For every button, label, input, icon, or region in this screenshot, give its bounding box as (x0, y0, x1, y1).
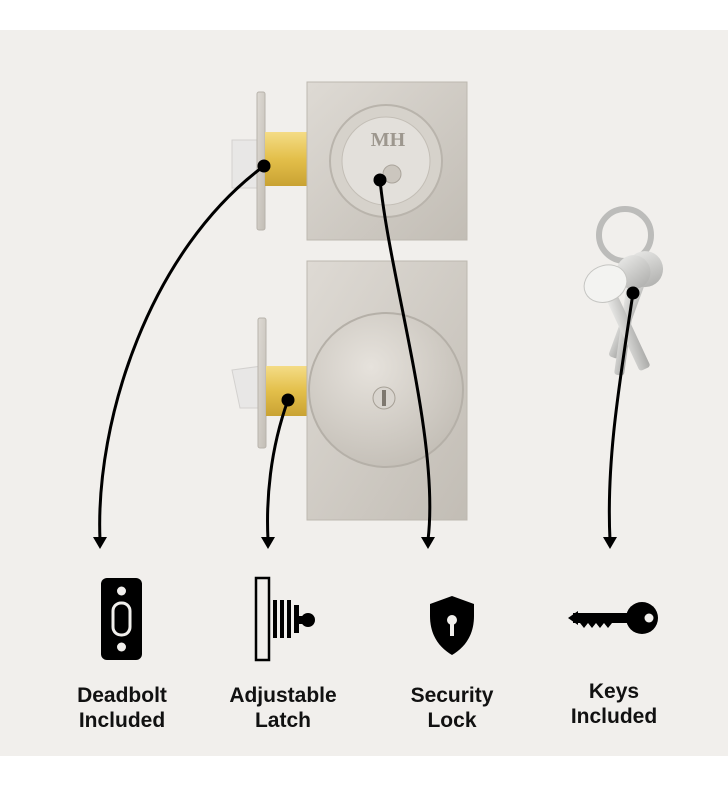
callout-dots (257, 159, 640, 407)
deadbolt-strike-plate-icon (101, 578, 142, 660)
callout-lines (98, 164, 635, 542)
feature-label-latch: Adjustable Latch (229, 684, 337, 732)
knob-latch-assembly (231, 260, 468, 521)
deadbolt-cylinder-face (341, 116, 431, 206)
callout-line-security (378, 178, 432, 542)
deadbolt-brass-body (265, 132, 308, 186)
key-icon (568, 602, 658, 634)
callout-arrowheads (93, 537, 617, 549)
adjustable-latch-icon (254, 576, 315, 662)
feature-label-keys: Keys Included (570, 680, 658, 728)
feature-label-security: Security Lock (410, 684, 494, 732)
feature-label-deadbolt: Deadbolt Included (77, 684, 167, 732)
deadbolt-keyway (382, 164, 402, 184)
logo-mark: MH (371, 129, 406, 151)
callout-line-deadbolt (98, 164, 266, 542)
callout-line-keys (607, 291, 635, 542)
callout-line-latch (266, 398, 290, 542)
latch-brass-body (266, 366, 308, 416)
shield-keyhole-icon (430, 596, 474, 655)
deadbolt-assembly: MH (231, 81, 468, 241)
latch-faceplate (257, 317, 267, 449)
